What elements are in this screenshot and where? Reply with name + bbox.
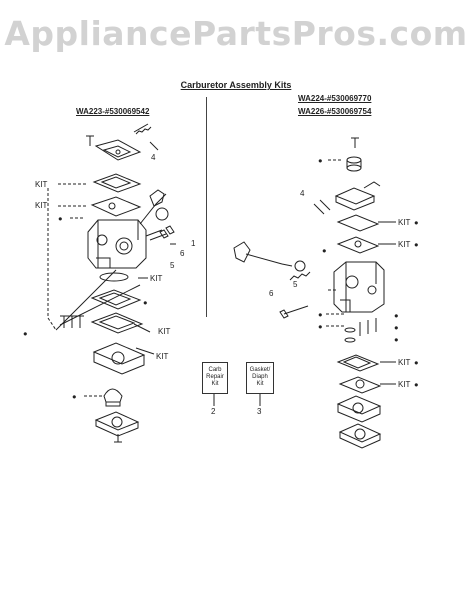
kit-label-left-4: KIT [158,327,171,336]
kit-label-right-4: KIT [398,380,411,389]
callout-5-right: 5 [293,280,298,289]
bullet-right-kit-4: ● [414,380,419,389]
bullet-right-kit-3: ● [414,358,419,367]
kit-label-right-1: KIT [398,218,411,227]
center-divider [206,97,207,317]
bullet-right-3: ● [318,310,323,319]
callout-6-left: 6 [180,249,185,258]
bullet-right-5: ● [394,311,399,320]
kit-label-left-2: KIT [35,201,48,210]
bullet-left-4: ● [72,392,77,401]
bullet-right-top: ● [318,156,323,165]
watermark: AppliancePartsPros.com [4,14,468,53]
bullet-right-4: ● [318,322,323,331]
callout-1-left: 1 [191,239,196,248]
bullet-right-kit-2: ● [414,240,419,249]
carb-repair-line-2: Repair [206,374,224,380]
bullet-left-1: ● [58,214,63,223]
bullet-right-kit-1: ● [414,218,419,227]
gasket-diaph-line-3: Kit [256,381,264,387]
right-model-number-1: WA224-#530069770 [298,94,372,103]
kit-label-left-1: KIT [35,180,48,189]
kit-label-left-3: KIT [150,274,163,283]
kit-label-right-2: KIT [398,240,411,249]
bullet-right-6: ● [394,323,399,332]
callout-4-left: 4 [151,153,156,162]
right-carburetor-assembly [233,137,396,449]
gasket-diaph-line-2: Diaph [252,374,268,380]
bullet-right-2: ● [322,246,327,255]
callout-5-left: 5 [170,261,175,270]
bullet-right-7: ● [394,335,399,344]
kit-label-right-3: KIT [398,358,411,367]
bullet-left-2: ● [143,298,148,307]
gasket-diaph-line-1: Gasket/ [249,367,271,373]
bullet-left-3: ● [23,329,28,338]
kit-label-left-5: KIT [156,352,169,361]
callout-3-box: 3 [257,407,262,416]
left-carburetor-assembly [47,123,176,443]
callout-4-right: 4 [300,189,305,198]
carb-repair-kit-box: Carb Repair Kit [202,362,228,394]
left-model-number: WA223-#530069542 [76,107,150,116]
carb-repair-line-1: Carb [208,367,222,373]
carb-repair-line-3: Kit [211,381,219,387]
gasket-diaph-kit-box: Gasket/ Diaph Kit [246,362,274,394]
callout-6-right: 6 [269,289,274,298]
callout-2-box: 2 [211,407,216,416]
right-model-number-2: WA226-#530069754 [298,107,372,116]
diagram-title: Carburetor Assembly Kits [180,80,292,90]
